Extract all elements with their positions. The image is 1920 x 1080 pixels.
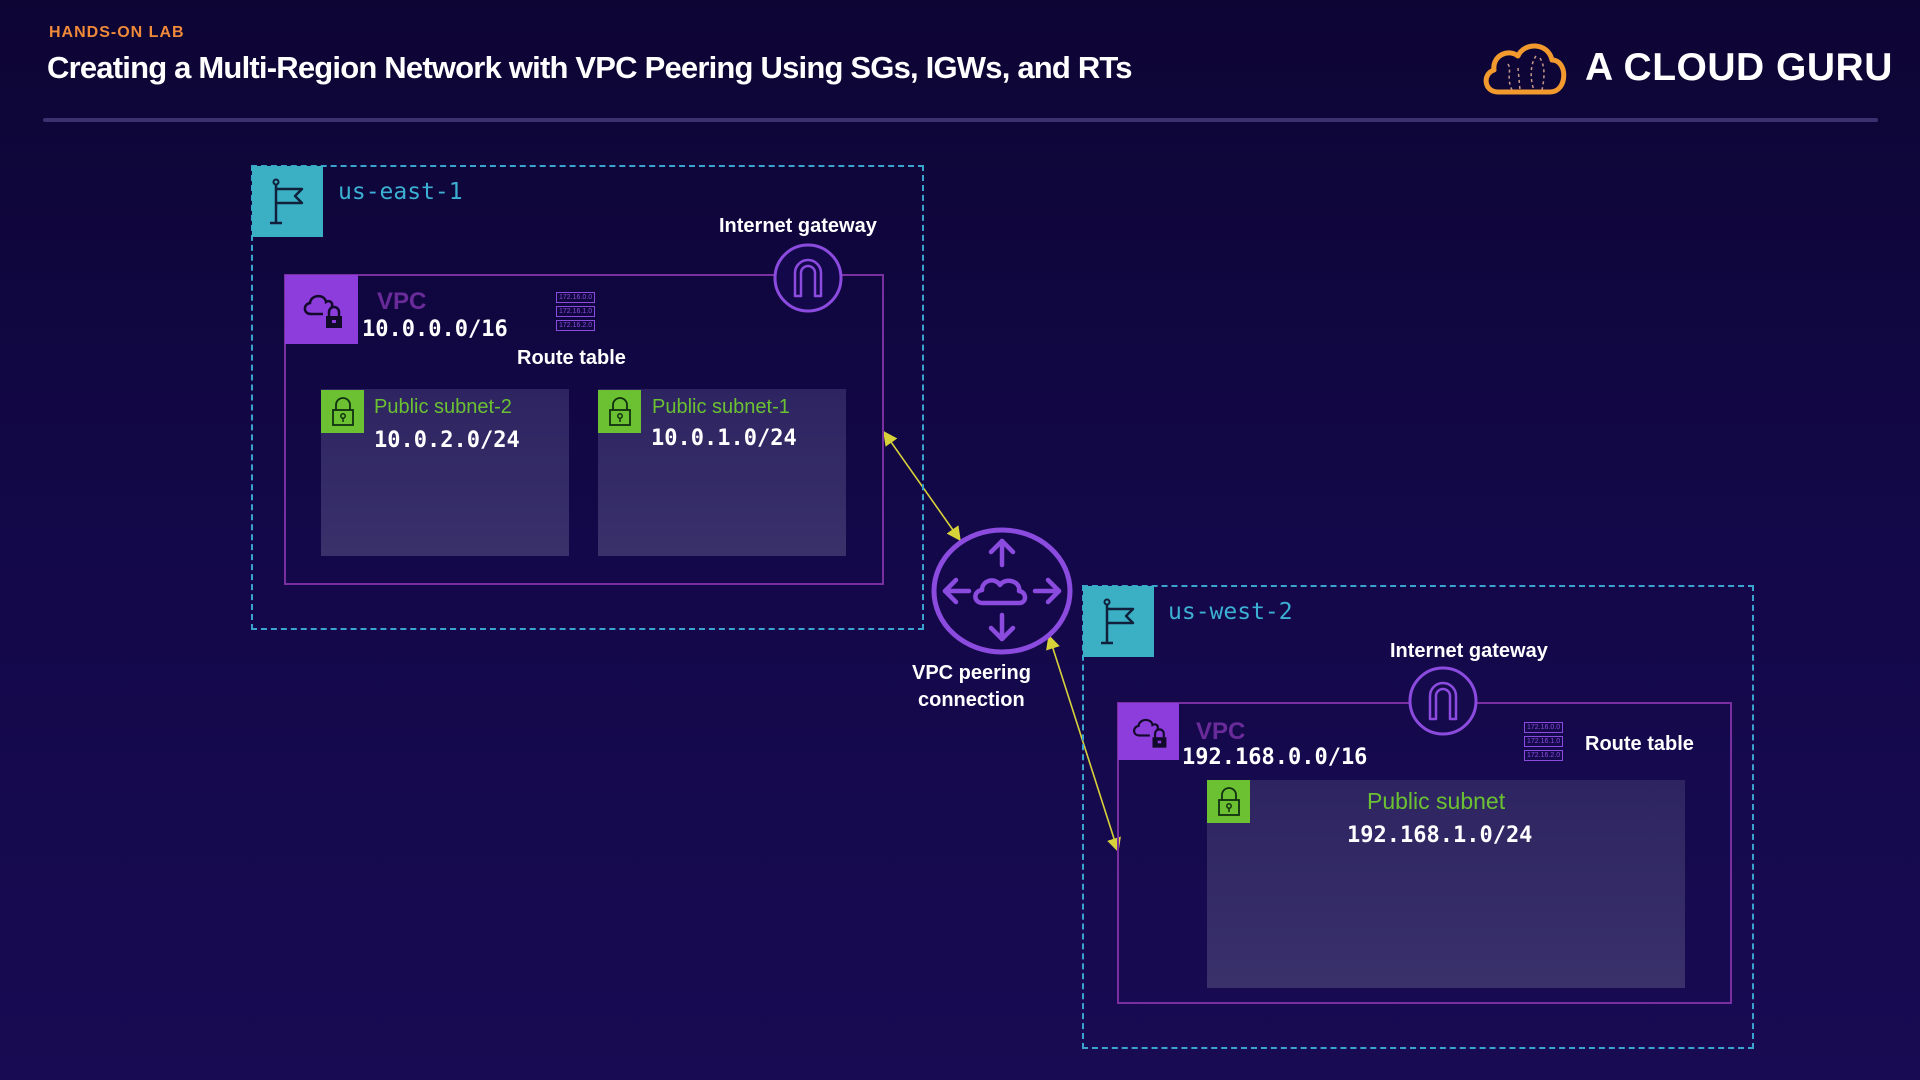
route-table-label: Route table [1585, 733, 1694, 755]
peering-label-line2: connection [918, 689, 1025, 711]
page-title: Creating a Multi-Region Network with VPC… [47, 50, 1133, 85]
lock-icon [331, 396, 354, 426]
route-entry: 172.16.1.0 [556, 306, 596, 317]
region-name: us-east-1 [338, 179, 463, 205]
vpc-label: VPC [377, 288, 427, 315]
route-entry: 172.16.2.0 [556, 320, 596, 331]
header-divider [43, 118, 1878, 122]
subnet-cidr: 192.168.1.0/24 [1347, 823, 1533, 848]
internet-gateway-icon[interactable] [1408, 666, 1478, 736]
region-badge [1083, 586, 1154, 657]
subnet-badge [1207, 780, 1250, 823]
flag-icon [1100, 598, 1134, 644]
lab-eyebrow: HANDS-ON LAB [49, 24, 185, 41]
vpc-cidr: 10.0.0.0/16 [362, 317, 508, 342]
cloud-lock-icon [303, 294, 342, 328]
cloud-lock-icon [1132, 718, 1166, 748]
subnet-name: Public subnet-2 [374, 396, 512, 418]
route-table-icon: 172.16.0.0 172.16.1.0 172.16.2.0 [556, 292, 596, 331]
igw-label: Internet gateway [1390, 640, 1548, 662]
vpc-badge [1118, 703, 1179, 760]
vpc-peering-icon[interactable] [931, 527, 1073, 655]
lock-icon [608, 396, 631, 426]
route-table-icon: 172.16.0.0 172.16.1.0 172.16.2.0 [1524, 722, 1564, 761]
subnet-badge [598, 390, 641, 433]
subnet-name: Public subnet-1 [652, 396, 790, 418]
subnet-cidr: 10.0.1.0/24 [651, 426, 797, 451]
vpc-label: VPC [1196, 718, 1246, 745]
lock-icon [1217, 786, 1240, 816]
route-entry: 172.16.0.0 [1524, 722, 1564, 733]
region-us-east-1 [251, 165, 924, 630]
route-entry: 172.16.2.0 [1524, 750, 1564, 761]
subnet-cidr: 10.0.2.0/24 [374, 428, 520, 453]
igw-label: Internet gateway [719, 215, 877, 237]
route-entry: 172.16.1.0 [1524, 736, 1564, 747]
vpc-badge [285, 275, 358, 344]
cloud-logo-icon [1483, 43, 1567, 95]
vpc-us-east-1 [284, 274, 884, 585]
vpc-cidr: 192.168.0.0/16 [1182, 745, 1368, 770]
subnet-badge [321, 390, 364, 433]
brand-name: A CLOUD GURU [1585, 46, 1893, 89]
route-table-label: Route table [517, 347, 626, 369]
flag-icon [269, 178, 303, 224]
subnet-name: Public subnet [1367, 788, 1506, 814]
subnet-public[interactable] [1207, 780, 1685, 988]
internet-gateway-icon[interactable] [773, 243, 843, 313]
route-entry: 172.16.0.0 [556, 292, 596, 303]
region-badge [252, 166, 323, 237]
region-name: us-west-2 [1168, 599, 1293, 625]
region-us-west-2 [1082, 585, 1754, 1049]
peering-label-line1: VPC peering [912, 662, 1031, 684]
